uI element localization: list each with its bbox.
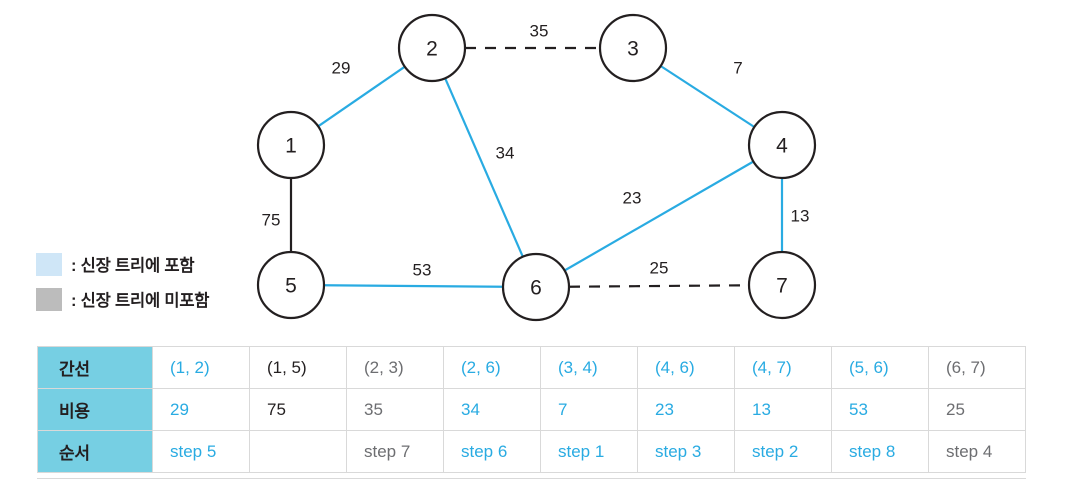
cell-order-row-col2 — [249, 430, 347, 473]
edge-1-2 — [317, 65, 406, 128]
cell-edge-row-col3: (2, 3) — [346, 346, 444, 389]
cell-edge-row-col7: (4, 7) — [734, 346, 832, 389]
node-circle-5 — [256, 250, 326, 320]
node-circle-2 — [397, 13, 467, 83]
edge-5-6 — [323, 284, 504, 288]
edge-3-4 — [660, 65, 755, 128]
cell-edge-row-col5: (3, 4) — [540, 346, 638, 389]
row-header-order-row: 순서 — [37, 430, 153, 473]
edge-weight-3-4: 7 — [733, 59, 742, 78]
cell-cost-row-col2: 75 — [249, 388, 347, 431]
node-label-2: 2 — [426, 38, 438, 61]
cell-edge-row-col9: (6, 7) — [928, 346, 1026, 389]
graph-node-6: 6 — [501, 252, 571, 322]
legend-item-excluded: : 신장 트리에 미포함 — [36, 284, 266, 314]
cell-order-row-col7: step 2 — [734, 430, 832, 473]
node-label-4: 4 — [776, 135, 788, 158]
edges-layer — [289, 46, 784, 288]
edge-6-7 — [568, 284, 750, 288]
edge-weight-4-7: 13 — [791, 207, 810, 226]
cell-edge-row-col4: (2, 6) — [443, 346, 541, 389]
cell-cost-row-col8: 53 — [831, 388, 929, 431]
cell-cost-row-col3: 35 — [346, 388, 444, 431]
table-bottom-rule — [37, 478, 1026, 479]
row-header-edge-row: 간선 — [37, 346, 153, 389]
edge-weight-2-6: 34 — [496, 144, 515, 163]
graph-node-5: 5 — [256, 250, 326, 320]
cell-edge-row-col2: (1, 5) — [249, 346, 347, 389]
edge-weight-6-7: 25 — [650, 259, 669, 278]
cell-edge-row-col6: (4, 6) — [637, 346, 735, 389]
edge-weight-5-6: 53 — [413, 261, 432, 280]
node-circle-7 — [747, 250, 817, 320]
cell-cost-row-col5: 7 — [540, 388, 638, 431]
cell-cost-row-col4: 34 — [443, 388, 541, 431]
cell-order-row-col9: step 4 — [928, 430, 1026, 473]
node-label-6: 6 — [530, 277, 542, 300]
cell-order-row-col6: step 3 — [637, 430, 735, 473]
cell-cost-row-col1: 29 — [152, 388, 250, 431]
cell-order-row-col4: step 6 — [443, 430, 541, 473]
legend-item-included: : 신장 트리에 포함 — [36, 249, 266, 279]
cell-edge-row-col1: (1, 2) — [152, 346, 250, 389]
cell-order-row-col1: step 5 — [152, 430, 250, 473]
cell-order-row-col5: step 1 — [540, 430, 638, 473]
graph-node-1: 1 — [256, 110, 326, 180]
edge-row: 간선(1, 2)(1, 5)(2, 3)(2, 6)(3, 4)(4, 6)(4… — [37, 346, 1026, 389]
node-label-3: 3 — [627, 38, 639, 61]
node-circle-3 — [598, 13, 668, 83]
node-label-7: 7 — [776, 275, 788, 298]
node-circle-4 — [747, 110, 817, 180]
cell-order-row-col8: step 8 — [831, 430, 929, 473]
node-label-1: 1 — [285, 135, 297, 158]
graph-node-2: 2 — [397, 13, 467, 83]
edge-weight-1-5: 75 — [262, 211, 281, 230]
edge-summary-table: 간선(1, 2)(1, 5)(2, 3)(2, 6)(3, 4)(4, 6)(4… — [37, 346, 1026, 473]
cell-edge-row-col8: (5, 6) — [831, 346, 929, 389]
legend-swatch-included — [36, 252, 62, 276]
node-label-5: 5 — [285, 275, 297, 298]
node-circle-6 — [501, 252, 571, 322]
edge-2-6 — [444, 77, 524, 258]
cell-order-row-col3: step 7 — [346, 430, 444, 473]
graph-node-4: 4 — [747, 110, 817, 180]
graph-node-7: 7 — [747, 250, 817, 320]
legend-label-excluded: : 신장 트리에 미포함 — [71, 292, 210, 310]
edge-weight-4-6: 23 — [623, 189, 642, 208]
edge-4-6 — [564, 160, 754, 272]
legend-swatch-excluded — [36, 287, 62, 311]
graph-node-3: 3 — [598, 13, 668, 83]
node-circle-1 — [256, 110, 326, 180]
edge-weight-2-3: 35 — [530, 22, 549, 41]
edge-weight-1-2: 29 — [332, 59, 351, 78]
cell-cost-row-col6: 23 — [637, 388, 735, 431]
cell-cost-row-col7: 13 — [734, 388, 832, 431]
legend: : 신장 트리에 포함 : 신장 트리에 미포함 — [36, 249, 266, 319]
row-header-cost-row: 비용 — [37, 388, 153, 431]
legend-label-included: : 신장 트리에 포함 — [71, 257, 195, 275]
cell-cost-row-col9: 25 — [928, 388, 1026, 431]
